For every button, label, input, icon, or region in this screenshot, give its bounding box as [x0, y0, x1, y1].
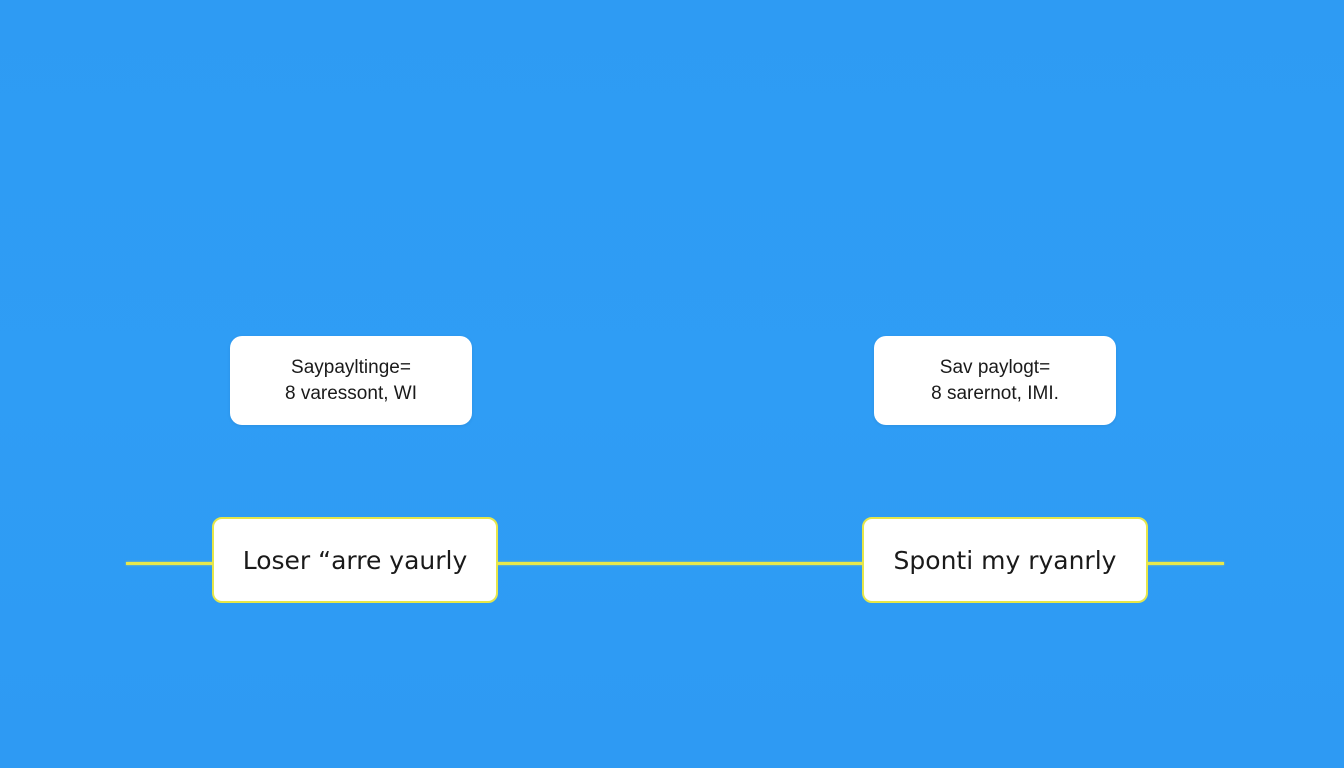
node-right[interactable]: Sponti my ryanrly	[862, 517, 1148, 603]
connector-left-stub	[126, 562, 214, 565]
connector-right-stub	[1146, 562, 1224, 565]
connector-middle	[496, 562, 864, 565]
callout-right: Sav paylogt= 8 sarernot, IMI.	[874, 336, 1116, 425]
node-left-label: Loser “arre yaurly	[242, 545, 468, 575]
callout-right-line-1: Sav paylogt=	[939, 356, 1051, 378]
node-left[interactable]: Loser “arre yaurly	[212, 517, 498, 603]
callout-right-line-2: 8 sarernot, IMI.	[931, 382, 1059, 404]
node-right-label: Sponti my ryanrly	[893, 545, 1117, 575]
callout-left-line-2: 8 varessont, WI	[285, 382, 417, 404]
callout-left: Saypayltinge= 8 varessont, WI	[230, 336, 472, 425]
callout-left-line-1: Saypayltinge=	[291, 356, 411, 378]
